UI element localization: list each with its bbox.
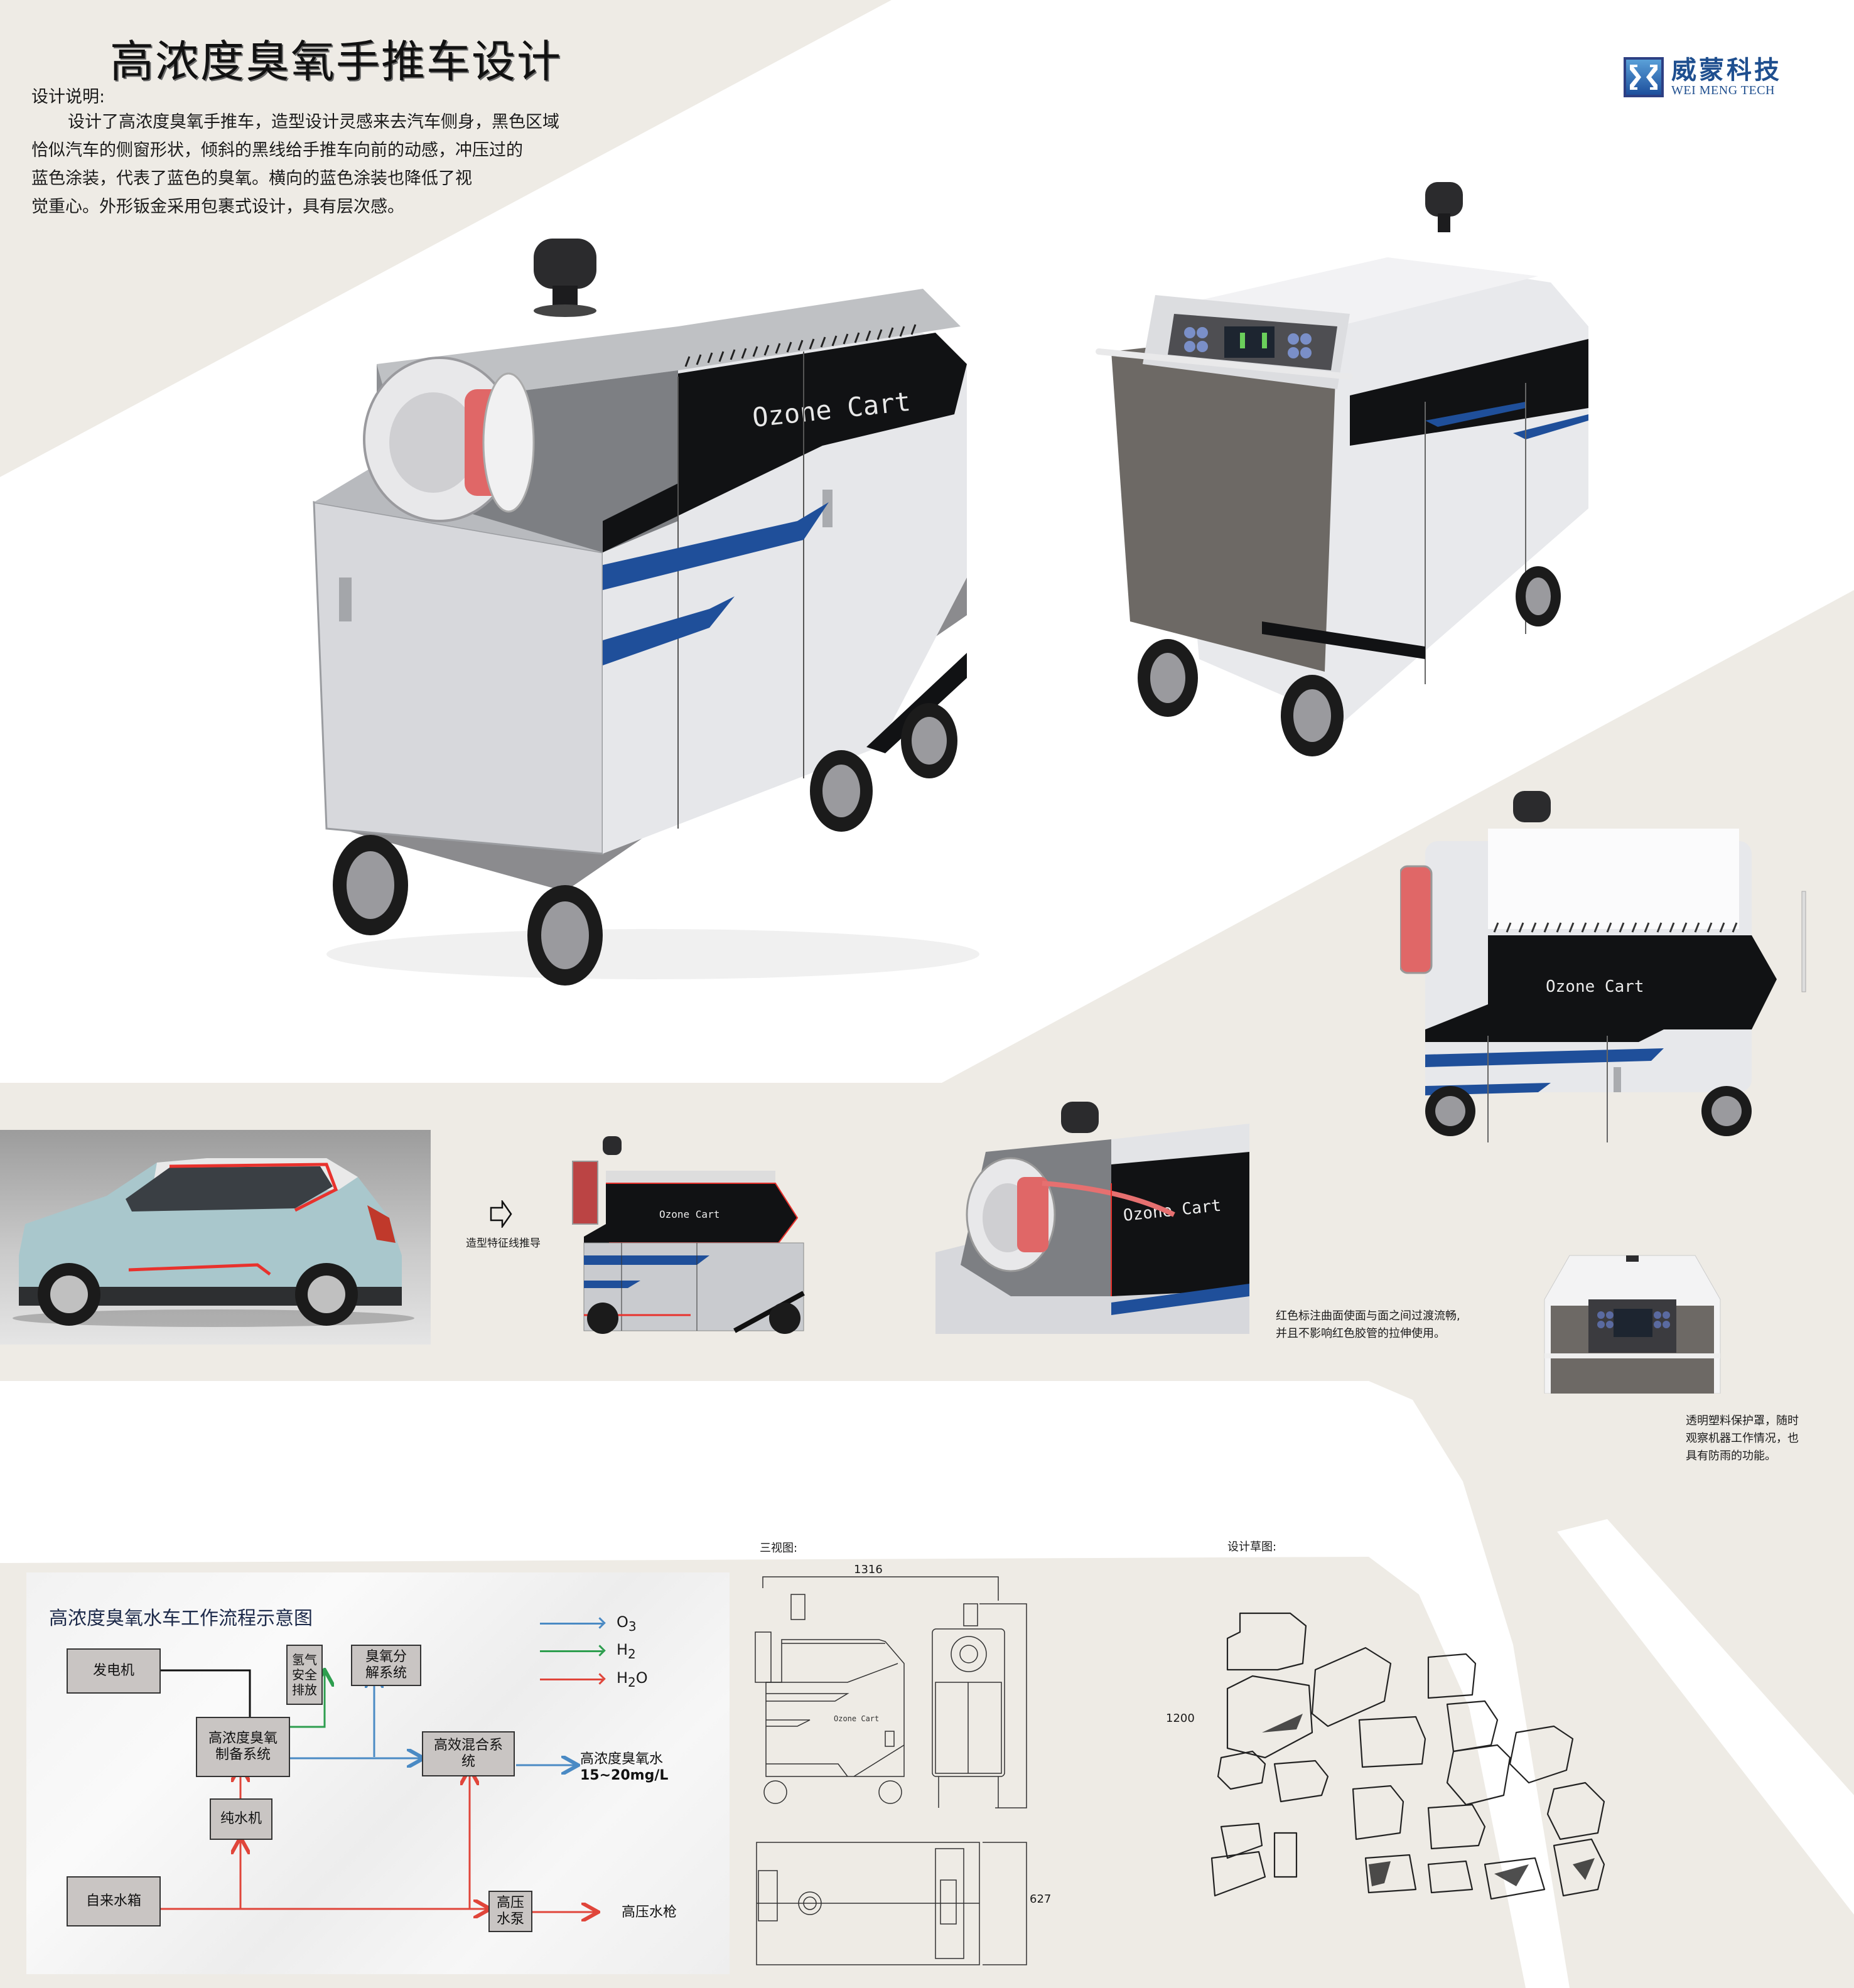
svg-text:Ozone Cart: Ozone Cart xyxy=(659,1208,720,1220)
render-feature-line-cart: Ozone Cart xyxy=(571,1124,822,1343)
description-line: 蓝色涂装，代表了蓝色的臭氧。横向的蓝色涂装也降低了视 xyxy=(31,169,472,188)
render-side-cart: Ozone Cart xyxy=(1400,791,1827,1142)
hose-surface-caption: 红色标注曲面使面与面之间过渡流畅, 并且不影响红色胶管的拉伸使用。 xyxy=(1276,1308,1502,1343)
caption-line: 透明塑料保护罩，随时 xyxy=(1686,1414,1799,1427)
legend-h2o: H2O xyxy=(540,1669,648,1690)
cover-caption: 透明塑料保护罩，随时 观察机器工作情况，也 具有防雨的功能。 xyxy=(1686,1412,1818,1465)
flow-box-o3-decompose: 臭氧分解系统 xyxy=(351,1645,421,1686)
logo-name-cn: 威蒙科技 xyxy=(1671,55,1782,85)
legend-arrow-icon xyxy=(540,1650,603,1652)
legend-h2: H2 xyxy=(540,1641,636,1662)
svg-text:Ozone Cart: Ozone Cart xyxy=(1546,977,1644,996)
render-main-cart: Ozone Cart xyxy=(301,226,1005,992)
flow-output-ozone-water: 高浓度臭氧水 15~20mg/L xyxy=(580,1751,669,1783)
description-text: 设计了高浓度臭氧手推车，造型设计灵感来去汽车侧身，黑色区域 恰似汽车的侧窗形状，… xyxy=(31,108,584,221)
description-label: 设计说明: xyxy=(31,87,105,107)
company-logo: 威蒙科技 WEI MENG TECH xyxy=(1624,55,1806,99)
render-control-panel-cart xyxy=(1074,182,1614,760)
flow-box-h2-exhaust: 氢气安全排放 xyxy=(286,1645,323,1705)
design-sketches xyxy=(1210,1612,1605,1900)
render-hose-detail: Ozone Cart xyxy=(935,1089,1262,1334)
legend-arrow-icon xyxy=(540,1678,603,1680)
derivation-label: 造型特征线推导 xyxy=(466,1237,541,1250)
dimension-width: 627 xyxy=(1030,1893,1052,1906)
sketches-label: 设计草图: xyxy=(1227,1540,1277,1554)
flow-box-hp-pump: 高压水泵 xyxy=(488,1891,532,1932)
dimension-length: 1316 xyxy=(854,1563,883,1576)
flow-box-tap-tank: 自来水箱 xyxy=(67,1876,161,1926)
svg-text:Ozone Cart: Ozone Cart xyxy=(834,1714,879,1723)
flow-box-o3-prep: 高浓度臭氧制备系统 xyxy=(196,1717,290,1777)
caption-line: 并且不影响红色胶管的拉伸使用。 xyxy=(1276,1327,1445,1340)
three-view-label: 三视图: xyxy=(760,1542,798,1555)
caption-line: 红色标注曲面使面与面之间过渡流畅, xyxy=(1276,1309,1460,1323)
description-line: 觉重心。外形钣金采用包裹式设计，具有层次感。 xyxy=(31,197,404,217)
render-front-cover xyxy=(1532,1230,1733,1394)
description-line: 设计了高浓度臭氧手推车，造型设计灵感来去汽车侧身，黑色区域 xyxy=(68,112,559,132)
car-reference-photo xyxy=(0,1130,431,1345)
description-line: 恰似汽车的侧窗形状，倾斜的黑线给手推车向前的动感，冲压过的 xyxy=(31,141,523,160)
flow-output-hp-gun: 高压水枪 xyxy=(622,1905,677,1920)
three-view-drawing: Ozone Cart xyxy=(755,1576,1027,1965)
legend-o3: O3 xyxy=(540,1613,637,1634)
dimension-height: 1200 xyxy=(1166,1712,1195,1725)
derivation-arrow-icon xyxy=(490,1199,512,1230)
page-title: 高浓度臭氧手推车设计 xyxy=(110,36,562,87)
caption-line: 具有防雨的功能。 xyxy=(1686,1449,1776,1463)
flow-box-generator: 发电机 xyxy=(67,1648,161,1694)
logo-mark-icon xyxy=(1624,57,1664,97)
legend-arrow-icon xyxy=(540,1622,603,1625)
logo-name-en: WEI MENG TECH xyxy=(1671,83,1775,97)
flow-box-pure-water: 纯水机 xyxy=(210,1798,272,1840)
flow-diagram-title: 高浓度臭氧水车工作流程示意图 xyxy=(49,1608,313,1630)
caption-line: 观察机器工作情况，也 xyxy=(1686,1432,1799,1445)
flow-box-mixer: 高效混合系统 xyxy=(422,1731,515,1776)
